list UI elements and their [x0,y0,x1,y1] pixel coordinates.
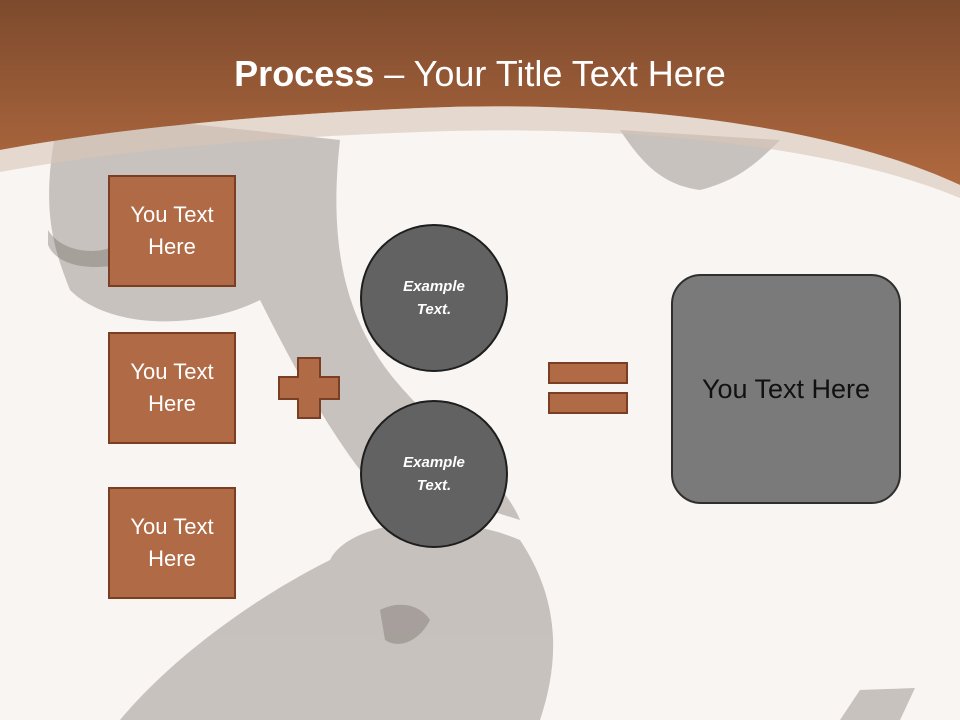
example-circle-2[interactable]: Example Text. [360,400,508,548]
input-box-label: You Text Here [130,359,214,416]
circle-label: Example Text. [403,278,465,318]
result-label: You Text Here [701,373,871,404]
title-bold: Process [234,53,375,94]
input-box-3[interactable]: You Text Here [108,487,236,599]
result-box[interactable]: You Text Here [671,274,901,504]
input-box-label: You Text Here [130,202,214,259]
input-box-1[interactable]: You Text Here [108,175,236,287]
input-box-label: You Text Here [130,514,214,571]
header-band [0,0,960,198]
input-box-2[interactable]: You Text Here [108,332,236,444]
slide-title: Process – Your Title Text Here [0,52,960,96]
plus-icon [278,357,340,419]
equals-icon [548,362,628,414]
example-circle-1[interactable]: Example Text. [360,224,508,372]
title-rest: – Your Title Text Here [374,53,726,94]
circle-label: Example Text. [403,454,465,494]
